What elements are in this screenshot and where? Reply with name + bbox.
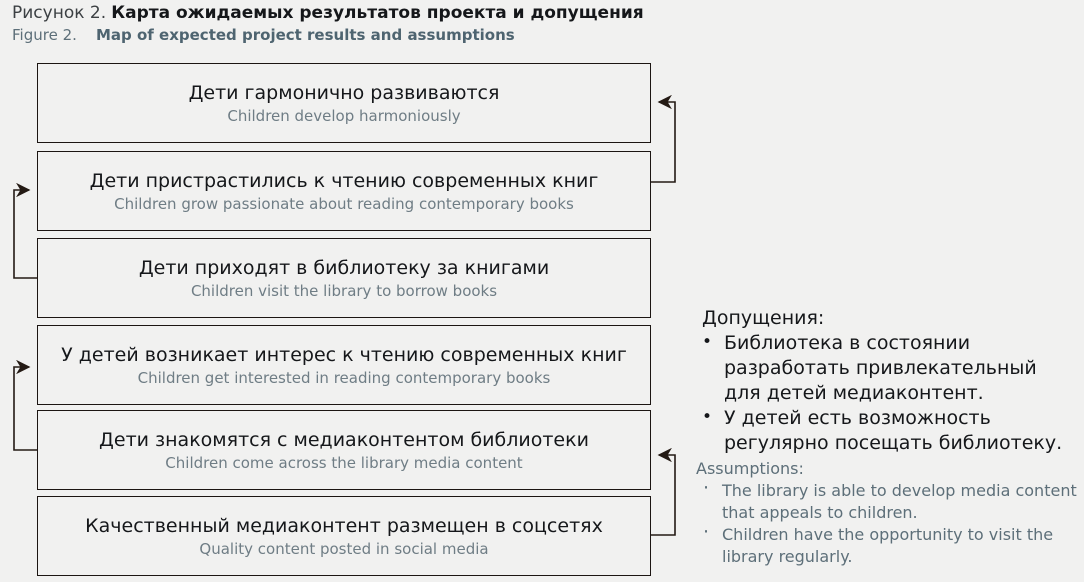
assumption-item-en-2: Children have the opportunity to visit t…	[694, 521, 1080, 568]
result-box-4-russian: У детей возникает интерес к чтению совре…	[61, 343, 627, 366]
assumption-item-en-2-line1: Children have the opportunity to visit t…	[722, 525, 1054, 544]
assumptions-list-russian: Библиотека в состоянии разработать привл…	[694, 330, 1080, 456]
result-box-1-russian: Дети гармонично развиваются	[188, 81, 500, 104]
result-box-1[interactable]: Дети гармонично развиваются Children dev…	[37, 63, 651, 143]
result-box-5-russian: Дети знакомятся с медиаконтентом библиот…	[99, 428, 589, 451]
figure-caption: Рисунок 2. Карта ожидаемых результатов п…	[12, 2, 752, 46]
assumption-item-ru-2-line2: регулярно посещать библиотеку.	[724, 432, 1063, 454]
assumptions-heading-russian: Допущения:	[702, 307, 825, 329]
caption-russian-line: Рисунок 2. Карта ожидаемых результатов п…	[12, 2, 752, 24]
result-box-1-english: Children develop harmoniously	[227, 106, 461, 125]
result-box-4[interactable]: У детей возникает интерес к чтению совре…	[37, 325, 651, 405]
assumptions-heading-english: Assumptions:	[696, 459, 804, 478]
result-box-6-english: Quality content posted in social media	[199, 539, 489, 558]
caption-russian-prefix: Рисунок 2.	[12, 3, 107, 23]
assumptions-list-english: The library is able to develop media con…	[694, 477, 1080, 568]
assumption-item-en-2-line2: library regularly.	[722, 547, 853, 566]
assumption-item-ru-2: У детей есть возможность регулярно посещ…	[694, 405, 1080, 456]
result-box-3[interactable]: Дети приходят в библиотеку за книгами Ch…	[37, 238, 651, 318]
connector-box6-to-box5	[651, 447, 676, 536]
result-box-2-russian: Дети пристрастились к чтению современных…	[89, 169, 599, 192]
caption-english-title: Map of expected project results and assu…	[95, 26, 515, 44]
connector-box2-to-box1	[651, 94, 676, 183]
result-box-4-english: Children get interested in reading conte…	[137, 368, 551, 387]
assumption-item-ru-1: Библиотека в состоянии разработать привл…	[694, 330, 1080, 406]
connector-box5-to-box4	[13, 359, 37, 451]
result-box-3-russian: Дети приходят в библиотеку за книгами	[138, 256, 550, 279]
assumption-item-ru-2-line1: У детей есть возможность	[724, 407, 991, 429]
assumption-item-en-1-line1: The library is able to develop media con…	[722, 481, 1077, 500]
connector-box3-to-box2	[13, 182, 37, 279]
assumption-item-ru-1-line2: разработать привлекательный	[724, 357, 1037, 379]
result-box-6-russian: Качественный медиаконтент размещен в соц…	[85, 514, 603, 537]
result-box-3-english: Children visit the library to borrow boo…	[190, 281, 498, 300]
assumption-item-en-1: The library is able to develop media con…	[694, 477, 1080, 524]
result-box-2-english: Children grow passionate about reading c…	[114, 194, 574, 213]
assumption-item-ru-1-line1: Библиотека в состоянии	[724, 332, 971, 354]
assumption-item-ru-1-line3: для детей медиаконтент.	[724, 382, 984, 404]
caption-english-prefix: Figure 2.	[12, 26, 77, 44]
result-box-5-english: Children come across the library media c…	[165, 453, 523, 472]
caption-english-line: Figure 2. Map of expected project result…	[12, 24, 752, 46]
result-box-6[interactable]: Качественный медиаконтент размещен в соц…	[37, 496, 651, 576]
assumptions-panel: Допущения: Библиотека в состоянии разраб…	[694, 306, 1080, 568]
result-box-2[interactable]: Дети пристрастились к чтению современных…	[37, 151, 651, 231]
assumption-item-en-1-line2: that appeals to children.	[722, 503, 918, 522]
result-box-5[interactable]: Дети знакомятся с медиаконтентом библиот…	[37, 410, 651, 490]
caption-russian-title: Карта ожидаемых результатов проекта и до…	[111, 3, 644, 23]
